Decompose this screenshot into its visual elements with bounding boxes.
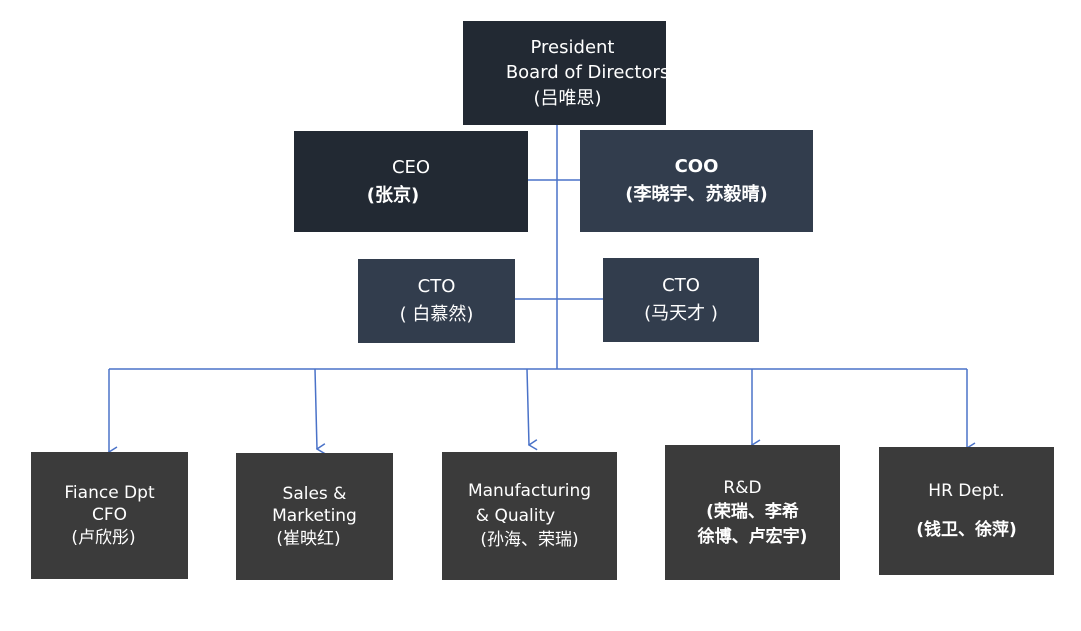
cto-right-name: (马天才 ) (644, 303, 718, 324)
cto-left-box: CTO ( 白慕然) (358, 259, 515, 343)
finance-dept-role: CFO (91, 505, 128, 526)
finance-dept-title: Fiance Dpt (64, 483, 155, 504)
cto-right-box: CTO (马天才 ) (603, 258, 759, 342)
sales-marketing-title-2: Marketing (272, 506, 357, 527)
rnd-names-2: 徐博、卢宏宇) (697, 526, 808, 547)
rnd-title: R&D (723, 477, 762, 498)
cto-left-title: CTO (417, 276, 456, 298)
rnd-names-1: (荣瑞、李希 (706, 502, 799, 523)
cto-right-title: CTO (662, 275, 700, 297)
manufacturing-quality-names: (孙海、荣瑞) (480, 530, 579, 551)
rnd-box: R&D (荣瑞、李希 徐博、卢宏宇) (665, 445, 840, 580)
president-box: President Board of Directors (吕唯思) (463, 21, 670, 125)
sales-marketing-title: Sales & (282, 484, 347, 505)
arrow-manufacturing (526, 368, 529, 445)
cto-left-name: ( 白慕然) (399, 304, 474, 325)
finance-dept-name: (卢欣彤) (71, 527, 136, 548)
manufacturing-quality-title: Manufacturing (467, 481, 592, 502)
hr-dept-title: HR Dept. (928, 481, 1005, 502)
ceo-title: CEO (391, 156, 431, 178)
president-title: President (530, 37, 615, 59)
sales-marketing-box: Sales & Marketing (崔映红) (236, 453, 393, 580)
ceo-box: CEO (张京) (294, 131, 528, 232)
president-name: (吕唯思) (533, 87, 602, 109)
coo-box: COO (李晓宇、苏毅晴) (580, 130, 813, 232)
ceo-name: (张京) (366, 184, 420, 206)
coo-title: COO (674, 156, 719, 178)
sales-marketing-name: (崔映红) (276, 528, 341, 549)
finance-dept-box: Fiance Dpt CFO (卢欣彤) (31, 452, 188, 579)
president-subtitle: Board of Directors (505, 62, 670, 84)
coo-names: (李晓宇、苏毅晴) (625, 184, 768, 205)
manufacturing-quality-title-2: & Quality (475, 505, 556, 526)
hr-dept-box: HR Dept. (钱卫、徐萍) (879, 447, 1054, 575)
arrow-sales (314, 368, 317, 449)
hr-dept-names: (钱卫、徐萍) (916, 520, 1017, 540)
manufacturing-quality-box: Manufacturing & Quality (孙海、荣瑞) (442, 452, 617, 580)
